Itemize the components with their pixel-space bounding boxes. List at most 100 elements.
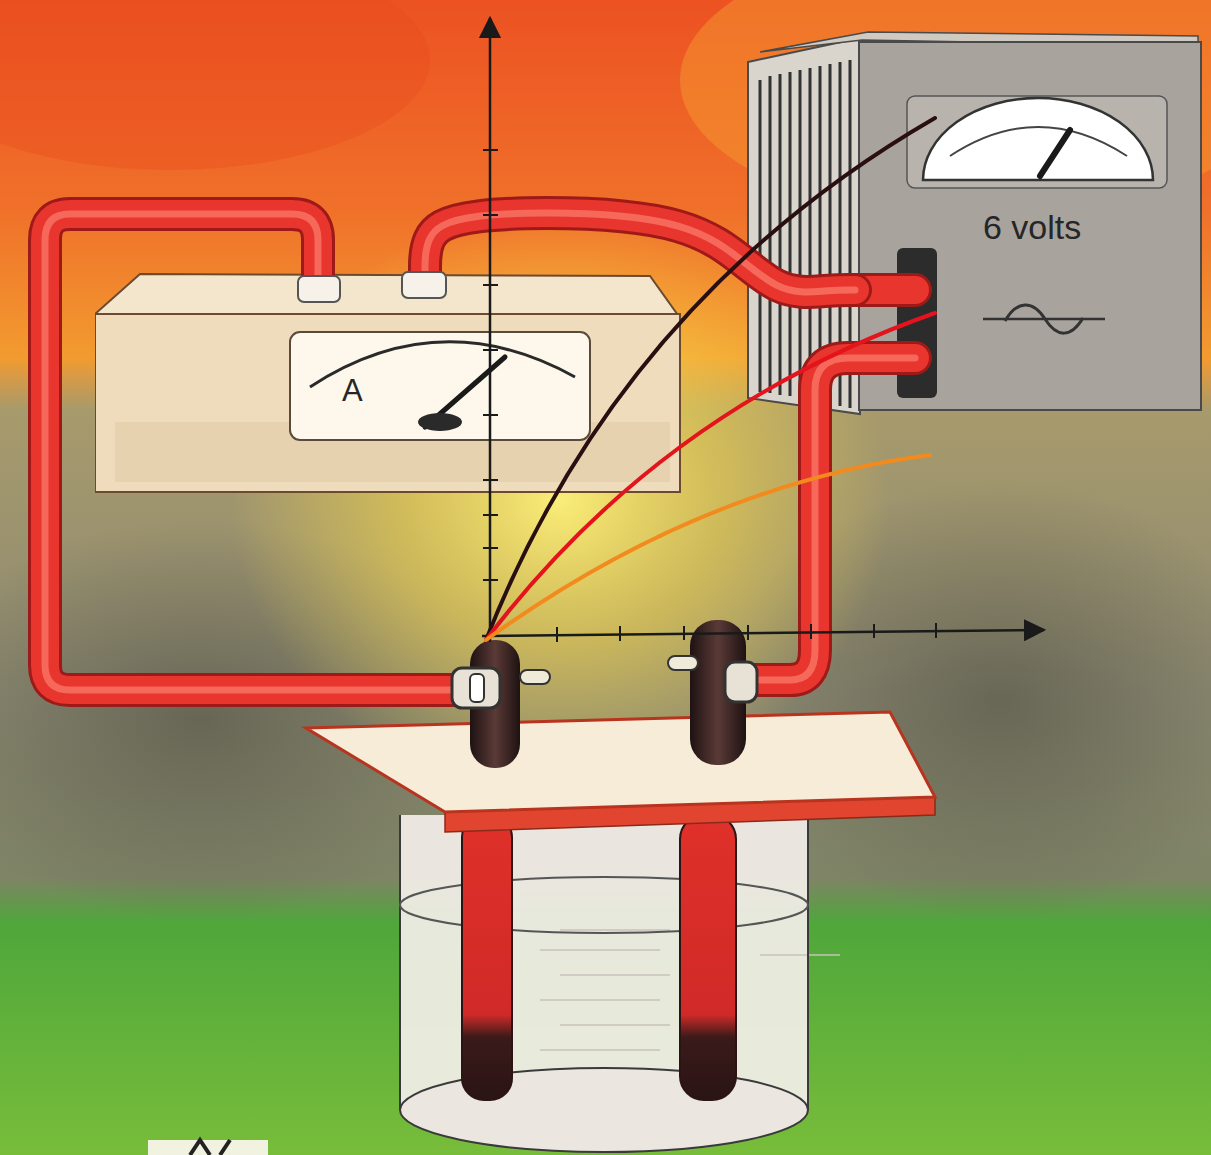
power-supply-pages-part [748, 38, 860, 414]
lid-board [306, 712, 935, 832]
electrode-top [470, 620, 746, 768]
corner-icon-part [190, 1140, 230, 1155]
clamp-part [470, 674, 484, 702]
electrode-part [462, 815, 512, 1100]
beaker-part-part [540, 999, 660, 1001]
graph-axes-part-part [483, 579, 498, 581]
power-supply-pages-part-part [769, 76, 772, 393]
power-supply-pages-part-part [789, 72, 792, 396]
meter-scale [950, 127, 1127, 156]
graph-axes-part [489, 18, 492, 642]
terminal-block [897, 248, 937, 398]
power-supply-pages-part-part [839, 62, 842, 406]
beaker-part-part [540, 1049, 660, 1051]
graph-axes-part-part [483, 149, 498, 151]
corner-icon-part [148, 1140, 268, 1155]
beaker-part [399, 815, 401, 1110]
beaker [400, 815, 840, 1152]
beaker-part-part [560, 1024, 670, 1026]
graph-curve [486, 118, 935, 640]
wire-part [745, 358, 915, 680]
graph-axes-part [483, 150, 936, 642]
wire-part [745, 358, 915, 680]
graph-axes-part-part [483, 547, 498, 549]
graph-axes-part-part [483, 349, 498, 351]
supply-front [859, 42, 1201, 410]
beaker-part [807, 815, 809, 1110]
beaker-part-part [560, 929, 670, 931]
electrode-top-part [690, 620, 746, 765]
beaker-part-part [540, 949, 660, 951]
power-supply-pages-part [760, 60, 850, 408]
wire [425, 213, 855, 292]
graph-curve-part [486, 313, 935, 640]
clamp-part [520, 670, 550, 684]
dial-window [290, 332, 590, 440]
clamp-part [452, 668, 500, 708]
graph-axes-part [482, 630, 1044, 636]
ammeter-box: A [95, 272, 685, 497]
wire-part [45, 214, 458, 690]
electrode-top-part [470, 640, 520, 768]
beaker-part-part [760, 954, 840, 956]
wire-part [45, 214, 458, 690]
power-supply-pages-part-part [779, 74, 782, 395]
wire-part [850, 276, 915, 304]
terminal-cap-part [402, 272, 446, 298]
wire-part [850, 273, 915, 307]
corner-icon [148, 1140, 268, 1155]
backdrop-part [0, 0, 430, 170]
power-supply-pages-part-part [809, 68, 812, 400]
graph-axes-part-part [483, 214, 498, 216]
ammeter-front [95, 314, 680, 492]
graph-axes-part-part [483, 479, 498, 481]
connector-layer [425, 213, 855, 292]
clamp-part [668, 656, 698, 670]
wire-highlight [425, 213, 855, 292]
graph-curve-part [486, 118, 935, 640]
ac-symbol-wave [1005, 305, 1083, 333]
graph-axes-part-part [483, 514, 498, 516]
graph-axes-part-part [483, 284, 498, 286]
node-outline [95, 272, 685, 497]
power-supply-pages-part-part [819, 66, 822, 402]
voltage-label: 6 volts [983, 210, 1081, 244]
terminal-cap [298, 272, 446, 302]
wire-shadow [425, 213, 855, 292]
graph-axes-part-part [747, 625, 749, 640]
meter-window [907, 96, 1167, 188]
ammeter-top [95, 274, 680, 318]
power-supply-pages-part-part [799, 70, 802, 398]
beaker-part [400, 815, 808, 1110]
wire-part [45, 214, 458, 690]
needle-pivot [418, 413, 462, 431]
power-supply-pages-part-part [759, 80, 762, 392]
graph-axes [482, 18, 1044, 642]
lid-board-part [306, 712, 935, 812]
wire [45, 214, 915, 690]
terminal-cap-part [298, 276, 340, 302]
graph-axes-part-part [810, 624, 812, 639]
wire-group [425, 213, 855, 292]
clamp-part [725, 662, 757, 702]
graph-axes-part-part [556, 627, 558, 642]
graph-axes-part-part [619, 626, 621, 641]
clamp [452, 656, 757, 708]
beaker-part-part [560, 974, 670, 976]
graph-axes-part-part [483, 414, 498, 416]
power-supply-pages-part-part [829, 64, 832, 404]
power-supply-pages-part-part [849, 60, 852, 408]
electrode-part [680, 815, 736, 1100]
meter-needle [1040, 130, 1070, 176]
graph-axes-part-part [683, 626, 685, 640]
graph-axes-part-part [873, 624, 875, 638]
meter-label: A [342, 375, 363, 406]
electrode [462, 815, 736, 1100]
power-supply-box: 6 volts [855, 38, 1205, 414]
meter-face [923, 98, 1153, 180]
wire-part [745, 358, 915, 680]
graph-curve-part [486, 455, 930, 640]
